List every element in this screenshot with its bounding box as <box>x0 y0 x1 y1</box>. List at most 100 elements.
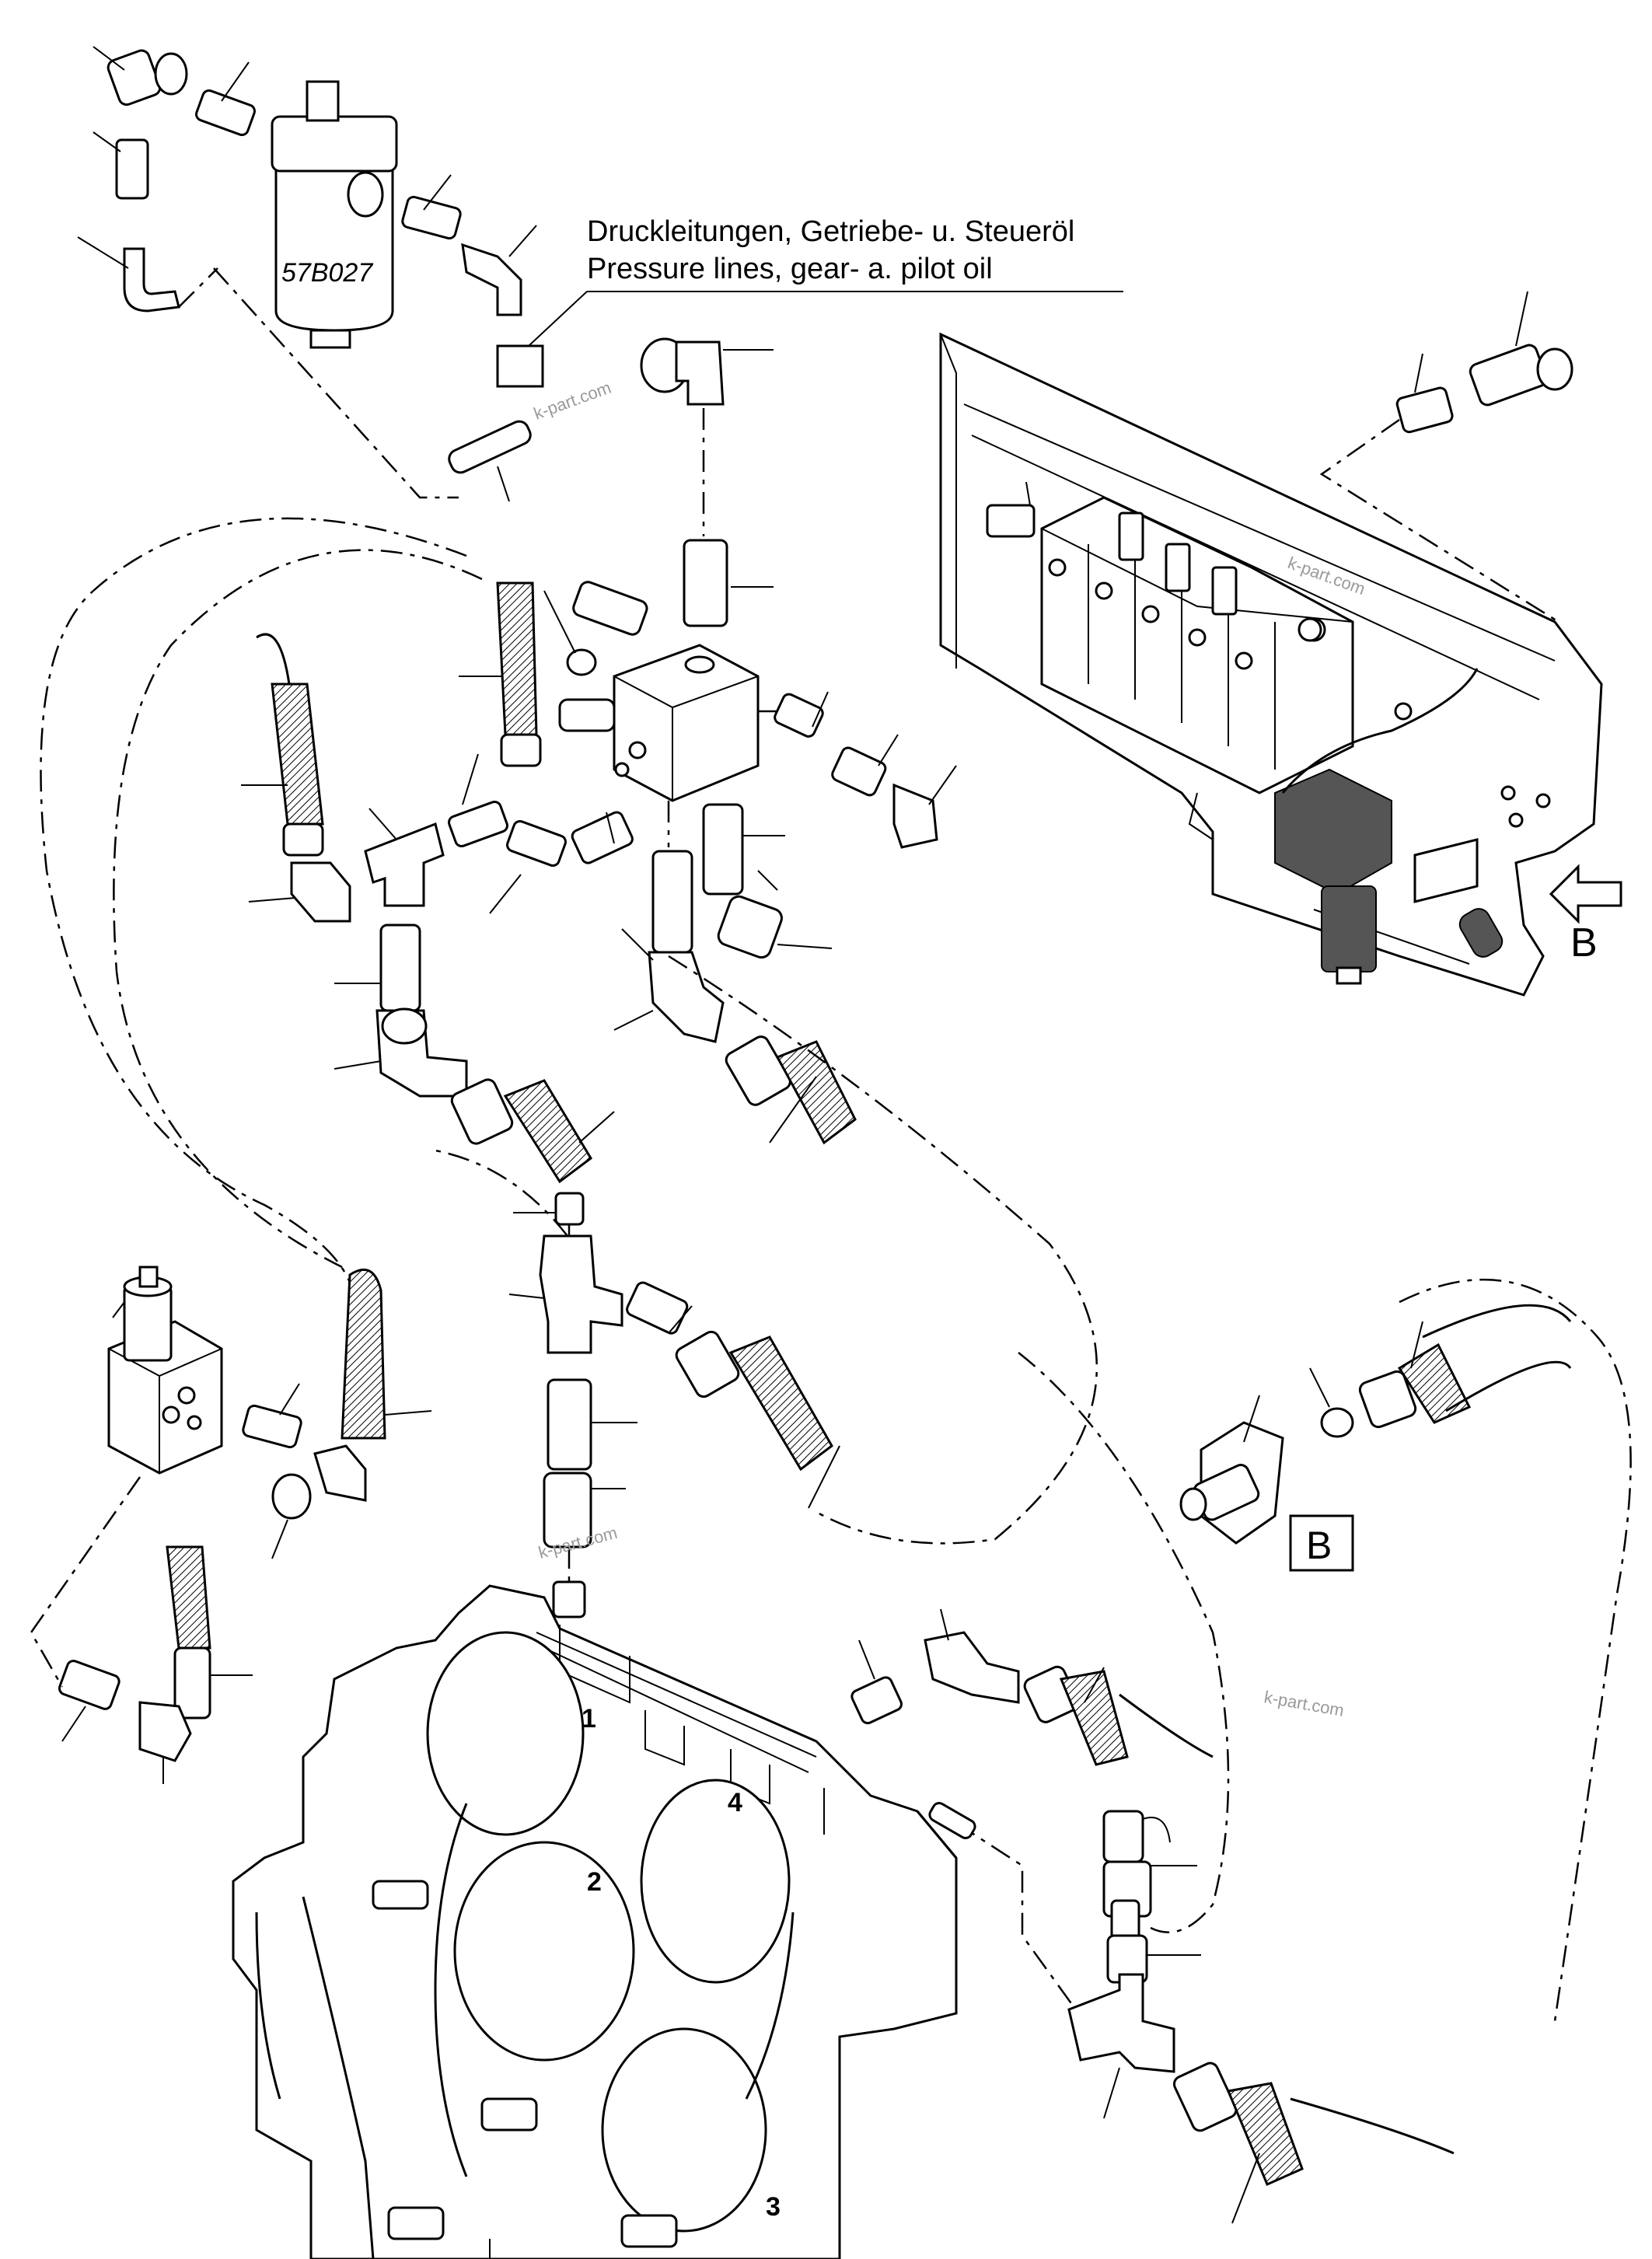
tee-fitting-2 <box>539 1234 623 1354</box>
watermark-4: k-part.com <box>1263 1687 1346 1720</box>
hose-center-1 <box>496 581 538 736</box>
detail-b-box <box>1289 1514 1354 1572</box>
nut-fitting-stack <box>543 1472 592 1548</box>
elbow-fitting-right-1 <box>892 783 938 849</box>
hose-clamp-4 <box>372 1880 429 1910</box>
elbow-fitting-2 <box>461 243 522 316</box>
test-coupling-stack <box>955 1810 1455 2224</box>
hose-nut-8 <box>1172 2062 1238 2132</box>
hose-end-fitting-1 <box>313 1444 367 1502</box>
straight-fitting-10 <box>831 746 887 797</box>
filter-head <box>271 115 398 173</box>
elbow-fitting-right-2 <box>924 1631 1020 1704</box>
gear-cover-3 <box>601 2027 767 2233</box>
frame-filter <box>1321 885 1377 972</box>
detail-b-label: B <box>1306 1524 1332 1567</box>
block-port-top <box>684 655 715 674</box>
sealing-plug <box>566 648 597 676</box>
view-letter: B <box>1570 920 1598 965</box>
view-arrow <box>1549 864 1622 924</box>
hose-7 <box>1059 1670 1129 1766</box>
straight-fitting-1 <box>195 89 256 137</box>
title-german: Druckleitungen, Getriebe- u. Steueröl <box>587 215 1074 248</box>
valve-block <box>613 644 760 802</box>
elbow-fitting-1 <box>107 49 162 106</box>
frame-solenoid <box>1274 768 1392 896</box>
test-coupling-cap <box>1102 1810 1144 1863</box>
elbow-left-1 <box>290 861 351 923</box>
gearbox-stud <box>928 1802 976 1839</box>
elbow-fitting-center <box>506 819 567 868</box>
hose-nut-left-1 <box>282 822 324 857</box>
hose-5 <box>341 1268 386 1440</box>
gear-number-2: 2 <box>587 1867 602 1897</box>
gear-number-4: 4 <box>728 1788 742 1817</box>
hose-clamp-1 <box>387 2206 445 2240</box>
right-hose-group <box>850 1608 1214 1766</box>
hose-6 <box>166 1545 211 1650</box>
straight-fitting-13 <box>242 1404 302 1449</box>
straight-fitting-top <box>683 539 728 627</box>
detail-b: B <box>1179 1304 1572 1572</box>
frame-fittings <box>1319 291 1573 623</box>
straight-fitting-7 <box>702 803 744 896</box>
gearbox: 1 2 3 4 <box>232 1584 976 2259</box>
straight-fitting-15 <box>1395 386 1454 434</box>
straight-fitting-2 <box>115 138 149 200</box>
frame-slot <box>986 504 1036 538</box>
hose-nut-4 <box>675 1330 740 1398</box>
tee-fitting-3 <box>1067 1973 1175 2073</box>
view-b-indicator: B <box>1549 864 1622 965</box>
elbow-fitting-lower-left <box>138 1701 192 1762</box>
straight-fitting-9 <box>774 693 824 738</box>
filter-part-number: 57B027 <box>281 258 373 288</box>
lock-nut <box>1320 1407 1354 1438</box>
elbow-fitting-top <box>675 340 725 406</box>
plug-2 <box>552 1580 586 1618</box>
hose-nut-center-1 <box>500 733 542 767</box>
center-fitting-group <box>489 691 957 1145</box>
test-coupling <box>572 581 648 636</box>
straight-fitting-4 <box>448 800 508 848</box>
straight-fitting-3 <box>401 195 462 240</box>
elbow-fitting-frame <box>1469 344 1548 407</box>
straight-fitting-17 <box>1110 1899 1140 1941</box>
gear-number-1: 1 <box>582 1704 596 1734</box>
gear-cover-1 <box>426 1631 585 1836</box>
plug-1 <box>554 1192 585 1226</box>
hose-b <box>1397 1342 1472 1424</box>
filter-assembly: 57B027 <box>77 46 537 502</box>
hose-nut-6 <box>173 1646 211 1720</box>
distribution-block <box>543 337 774 802</box>
title-leader <box>528 291 588 347</box>
straight-fitting-14 <box>58 1660 120 1710</box>
reference-square <box>496 344 544 388</box>
lower-left-hose-group <box>58 1545 253 1784</box>
straight-fitting-6 <box>571 811 634 864</box>
filter-port <box>347 171 384 218</box>
pipe-piece-1 <box>448 420 532 474</box>
hose-3 <box>775 1040 857 1145</box>
hose-4 <box>728 1335 833 1472</box>
vertical-fitting-stack <box>508 1192 840 1618</box>
hose-clamp-2 <box>620 2214 678 2248</box>
routing-path-main <box>40 517 1632 2022</box>
title-english: Pressure lines, gear- a. pilot oil <box>587 253 993 285</box>
left-hose-group <box>241 581 615 1184</box>
title-callout: Druckleitungen, Getriebe- u. Steueröl Pr… <box>496 215 1123 388</box>
straight-fitting-5 <box>379 924 421 1012</box>
hose-nut-2 <box>450 1078 514 1145</box>
hose-nut-3 <box>725 1035 791 1106</box>
straight-fitting-12 <box>547 1378 592 1471</box>
hose-left-1 <box>271 683 324 826</box>
elbow-fitting-center-2 <box>648 951 725 1043</box>
hose-clamp-3 <box>480 2097 538 2132</box>
block-side-plug <box>558 698 616 732</box>
tee-fitting-1 <box>364 822 445 907</box>
hose-2 <box>503 1079 592 1184</box>
gear-cover-4 <box>640 1779 791 1984</box>
solenoid-valve-assembly <box>107 1266 432 1559</box>
straight-fitting-16 <box>850 1676 903 1725</box>
straight-fitting-8 <box>651 850 693 954</box>
